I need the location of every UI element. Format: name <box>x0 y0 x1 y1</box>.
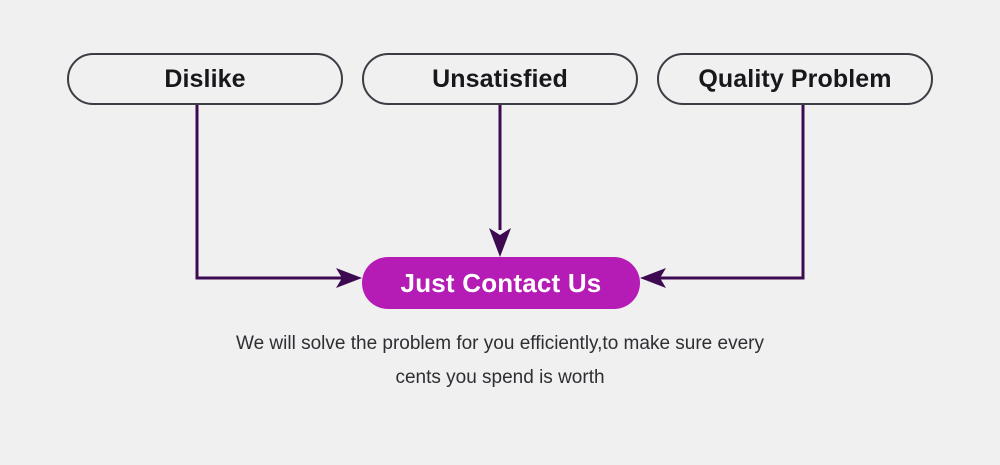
contact-us-button-label: Just Contact Us <box>400 267 602 298</box>
arrowhead-left-icon <box>640 268 666 288</box>
caption-line-1: We will solve the problem for you effici… <box>235 333 764 354</box>
reason-box-unsatisfied-label: Unsatisfied <box>432 64 568 93</box>
reason-box-dislike-label: Dislike <box>164 64 246 93</box>
caption-line-2: cents you spend is worth <box>395 367 605 388</box>
arrowhead-right-icon <box>336 268 362 288</box>
arrowhead-down-icon <box>489 228 511 257</box>
connector-quality-to-cta <box>640 105 805 288</box>
reason-box-quality-problem-label: Quality Problem <box>698 64 892 93</box>
reason-box-quality-problem[interactable]: Quality Problem <box>657 53 933 105</box>
reason-box-dislike[interactable]: Dislike <box>67 53 343 105</box>
caption: We will solve the problem for you effici… <box>0 327 1000 395</box>
reason-box-unsatisfied[interactable]: Unsatisfied <box>362 53 638 105</box>
connector-dislike-to-cta <box>195 105 362 288</box>
contact-us-button[interactable]: Just Contact Us <box>362 257 640 309</box>
connector-unsatisfied-to-cta <box>489 105 511 257</box>
